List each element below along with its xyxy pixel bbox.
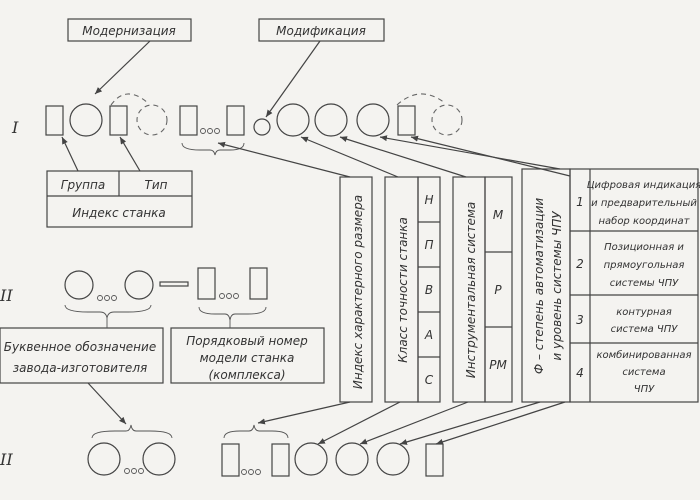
cnc-level-4-line-3: ЧПУ bbox=[634, 384, 655, 395]
cnc-level-3-line-2: система ЧПУ bbox=[611, 324, 679, 335]
manufacturer-arrow-down bbox=[87, 382, 127, 425]
row2-symbols bbox=[64, 267, 268, 301]
serial-number-line-2: модели станка bbox=[200, 351, 295, 365]
accuracy-class-arrow-up bbox=[300, 136, 399, 178]
cnc-level-2-line-1: Позиционная и bbox=[604, 242, 684, 253]
row1-brace bbox=[181, 142, 245, 156]
modification-box: Модификация bbox=[258, 18, 385, 42]
size-index-column: Индекс характерного размера bbox=[339, 176, 373, 403]
cnc-level-2-line-2: прямоугольная bbox=[604, 260, 685, 271]
size-index-label: Индекс характерного размера bbox=[351, 195, 365, 389]
tool-system-column: Инструментальная система М Р РМ bbox=[452, 176, 513, 403]
automation-label-2: и уровень системы ЧПУ bbox=[550, 211, 564, 361]
cnc-level-3-num: 3 bbox=[576, 313, 584, 327]
cnc-level-4-line-2: система bbox=[622, 367, 665, 378]
cnc-level-3-line-1: контурная bbox=[616, 307, 671, 318]
modification-arrow bbox=[265, 40, 321, 118]
manufacturer-code-box: Буквенное обозначение завода-изготовител… bbox=[0, 327, 164, 384]
machine-index-label: Индекс станка bbox=[72, 206, 166, 220]
accuracy-class-column: Класс точности станка Н П В А С bbox=[384, 176, 441, 403]
modernization-arrow bbox=[94, 40, 151, 95]
row-label-1: I bbox=[11, 118, 19, 137]
automation-arrow-down-2 bbox=[435, 401, 566, 445]
machine-index-box: Группа Тип Индекс станка bbox=[46, 170, 193, 228]
size-index-arrow-up bbox=[217, 141, 351, 178]
cnc-level-4-num: 4 bbox=[576, 366, 584, 380]
serial-number-line-3: (комплекса) bbox=[208, 368, 285, 382]
tool-system-2: РМ bbox=[489, 358, 507, 372]
cnc-level-2-line-3: системы ЧПУ bbox=[610, 278, 679, 289]
size-index-arrow-down bbox=[257, 401, 351, 425]
manufacturer-code-line-2: завода-изготовителя bbox=[13, 361, 147, 375]
tool-system-arrow-up bbox=[339, 136, 467, 178]
accuracy-class-2: В bbox=[425, 283, 433, 297]
cnc-level-1-num: 1 bbox=[576, 195, 584, 209]
cnc-level-1-line-3: набор координат bbox=[598, 215, 690, 227]
cnc-level-2-num: 2 bbox=[576, 257, 584, 271]
serial-number-box: Порядковый номер модели станка (комплекс… bbox=[170, 327, 325, 384]
accuracy-class-arrow-down bbox=[317, 401, 401, 445]
manufacturer-code-line-1: Буквенное обозначение bbox=[4, 340, 156, 354]
cnc-level-1-line-1: Цифровая индикация bbox=[587, 180, 700, 191]
tool-system-0: М bbox=[493, 208, 504, 222]
automation-arrow-down-1 bbox=[399, 401, 541, 445]
automation-arrow-up-1 bbox=[379, 135, 561, 170]
row2-brace-left bbox=[64, 304, 152, 319]
row-label-3: II bbox=[0, 450, 13, 469]
row-label-2: II bbox=[0, 286, 13, 305]
cnc-level-table: 1 Цифровая индикация и предварительный н… bbox=[569, 168, 700, 403]
modernization-label: Модернизация bbox=[82, 24, 176, 38]
automation-column: Ф – степень автоматизации и уровень сист… bbox=[521, 168, 571, 403]
type-label: Тип bbox=[145, 178, 168, 192]
cnc-level-1-line-2: и предварительный bbox=[591, 198, 697, 209]
type-arrow bbox=[119, 136, 141, 172]
accuracy-class-3: А bbox=[424, 328, 433, 342]
group-label: Группа bbox=[61, 178, 105, 192]
accuracy-class-0: Н bbox=[424, 193, 433, 207]
tool-system-arrow-down bbox=[359, 401, 469, 445]
accuracy-class-1: П bbox=[424, 238, 433, 252]
row1-symbols bbox=[45, 93, 463, 137]
modernization-box: Модернизация bbox=[67, 18, 192, 42]
modification-label: Модификация bbox=[276, 24, 366, 38]
row3-brace-right bbox=[223, 424, 289, 439]
automation-label-1: Ф – степень автоматизации bbox=[532, 198, 546, 375]
serial-number-line-1: Порядковый номер bbox=[186, 334, 308, 348]
accuracy-class-label: Класс точности станка bbox=[396, 217, 410, 363]
tool-system-label: Инструментальная система bbox=[464, 202, 478, 379]
tool-system-1: Р bbox=[494, 283, 502, 297]
row3-symbols bbox=[87, 442, 444, 477]
accuracy-class-4: С bbox=[425, 373, 434, 387]
row3-brace-left bbox=[91, 424, 173, 439]
row2-brace-right bbox=[198, 306, 267, 321]
cnc-level-4-line-1: комбинированная bbox=[596, 349, 691, 361]
group-arrow bbox=[61, 136, 79, 172]
automation-arrow-up-2 bbox=[410, 135, 571, 177]
